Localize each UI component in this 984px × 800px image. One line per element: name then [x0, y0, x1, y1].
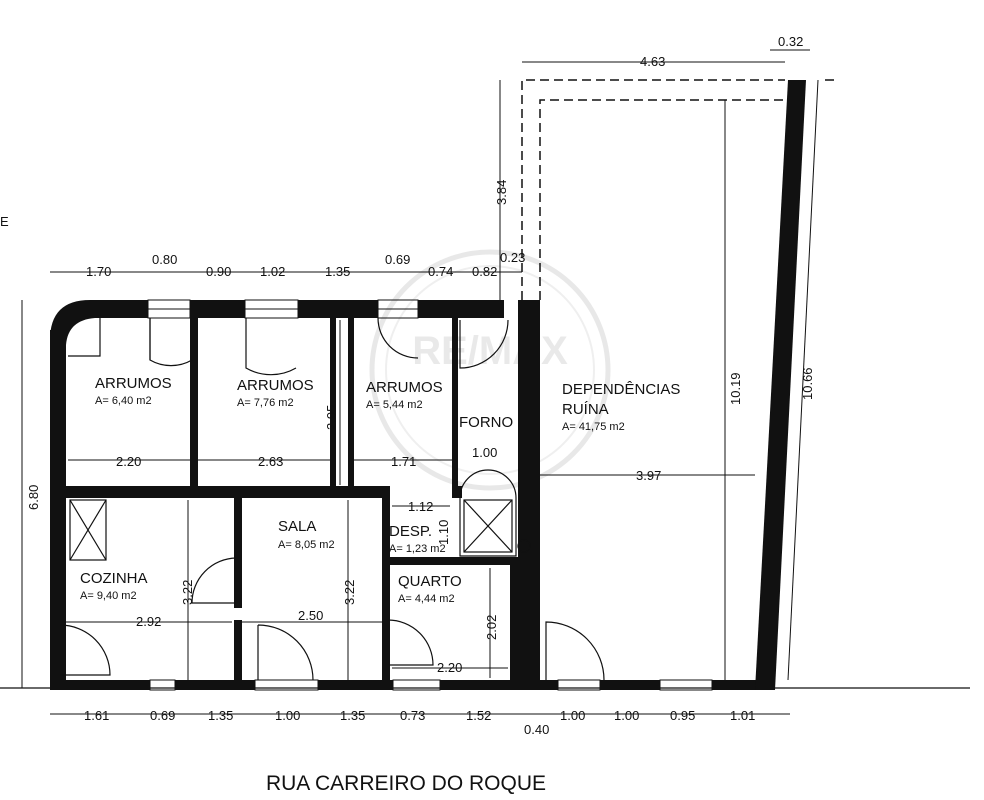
dim-2-02: 2.02	[484, 615, 499, 640]
room-area-desp: A= 1,23 m2	[389, 543, 446, 555]
dim-b-0-95: 0.95	[670, 708, 695, 723]
dim-b-0-40: 0.40	[524, 722, 549, 737]
dim-3-22-a: 3.22	[180, 580, 195, 605]
dimension-labels: 4.63 0.32 3.84 1.70 0.80 0.90 1.02 1.35 …	[26, 34, 815, 737]
room-name-cozinha: COZINHA	[80, 570, 148, 587]
dim-2-95: 2.95	[324, 405, 339, 430]
dimension-lines	[21, 49, 819, 715]
dim-2-63: 2.63	[258, 454, 283, 469]
dim-0-82: 0.82	[472, 264, 497, 279]
dim-1-02: 1.02	[260, 264, 285, 279]
dim-0-80: 0.80	[152, 252, 177, 267]
dim-0-90: 0.90	[206, 264, 231, 279]
room-area-cozinha: A= 9,40 m2	[80, 590, 137, 602]
dim-6-80: 6.80	[26, 485, 41, 510]
dim-2-20-b: 2.20	[437, 660, 462, 675]
room-area-arrumos-3: A= 5,44 m2	[366, 399, 423, 411]
kitchen-chimney	[69, 499, 107, 561]
room-name-dependencias: DEPENDÊNCIAS	[562, 381, 680, 398]
dim-b-1-00-c: 1.00	[614, 708, 639, 723]
dim-b-1-00-b: 1.00	[560, 708, 585, 723]
dim-0-23: 0.23	[500, 250, 525, 265]
room-area-arrumos-2: A= 7,76 m2	[237, 397, 294, 409]
dim-2-92: 2.92	[136, 614, 161, 629]
dim-0-69: 0.69	[385, 252, 410, 267]
windows	[147, 299, 713, 691]
room-labels: ARRUMOS A= 6,40 m2 ARRUMOS A= 7,76 m2 AR…	[80, 375, 680, 605]
dim-0-74: 0.74	[428, 264, 453, 279]
forno-oven	[459, 469, 531, 557]
dim-1-00: 1.00	[472, 445, 497, 460]
room-name-arrumos-3: ARRUMOS	[366, 379, 443, 396]
remax-watermark: RE/MAX	[369, 249, 611, 491]
dim-10-19: 10.19	[728, 372, 743, 405]
dim-b-1-00: 1.00	[275, 708, 300, 723]
dim-1-61: 1.61	[84, 708, 109, 723]
street-label: RUA CARREIRO DO ROQUE	[266, 772, 546, 795]
watermark-text: RE/MAX	[412, 329, 568, 373]
dim-3-22-b: 3.22	[342, 580, 357, 605]
ruin-dashed-outline	[521, 79, 835, 300]
dim-1-10: 1.10	[436, 520, 451, 545]
dim-3-84: 3.84	[494, 180, 509, 205]
room-name-arrumos-1: ARRUMOS	[95, 375, 172, 392]
room-area-sala: A= 8,05 m2	[278, 539, 335, 551]
room-name-ruina: RUÍNA	[562, 401, 609, 418]
room-area-quarto: A= 4,44 m2	[398, 593, 455, 605]
room-name-sala: SALA	[278, 518, 316, 535]
room-name-arrumos-2: ARRUMOS	[237, 377, 314, 394]
door-swings	[59, 317, 605, 681]
dim-3-97: 3.97	[636, 468, 661, 483]
room-name-quarto: QUARTO	[398, 573, 462, 590]
dim-b-0-69: 0.69	[150, 708, 175, 723]
dim-b-1-35: 1.35	[208, 708, 233, 723]
dim-0-32: 0.32	[778, 34, 803, 49]
dim-2-50: 2.50	[298, 608, 323, 623]
room-name-desp: DESP.	[389, 523, 432, 540]
dim-b-1-52: 1.52	[466, 708, 491, 723]
dim-10-66: 10.66	[800, 367, 815, 400]
dim-1-35: 1.35	[325, 264, 350, 279]
dim-1-70: 1.70	[86, 264, 111, 279]
dim-2-20: 2.20	[116, 454, 141, 469]
dim-4-63: 4.63	[640, 54, 665, 69]
dim-1-71: 1.71	[391, 454, 416, 469]
room-area-dependencias: A= 41,75 m2	[562, 421, 625, 433]
dim-1-12: 1.12	[408, 499, 433, 514]
edge-glyph: E	[0, 214, 9, 229]
room-name-forno: FORNO	[459, 414, 513, 431]
dim-b-0-73: 0.73	[400, 708, 425, 723]
room-area-arrumos-1: A= 6,40 m2	[95, 395, 152, 407]
dim-b-1-35-b: 1.35	[340, 708, 365, 723]
walls	[50, 80, 806, 690]
dim-b-1-01: 1.01	[730, 708, 755, 723]
